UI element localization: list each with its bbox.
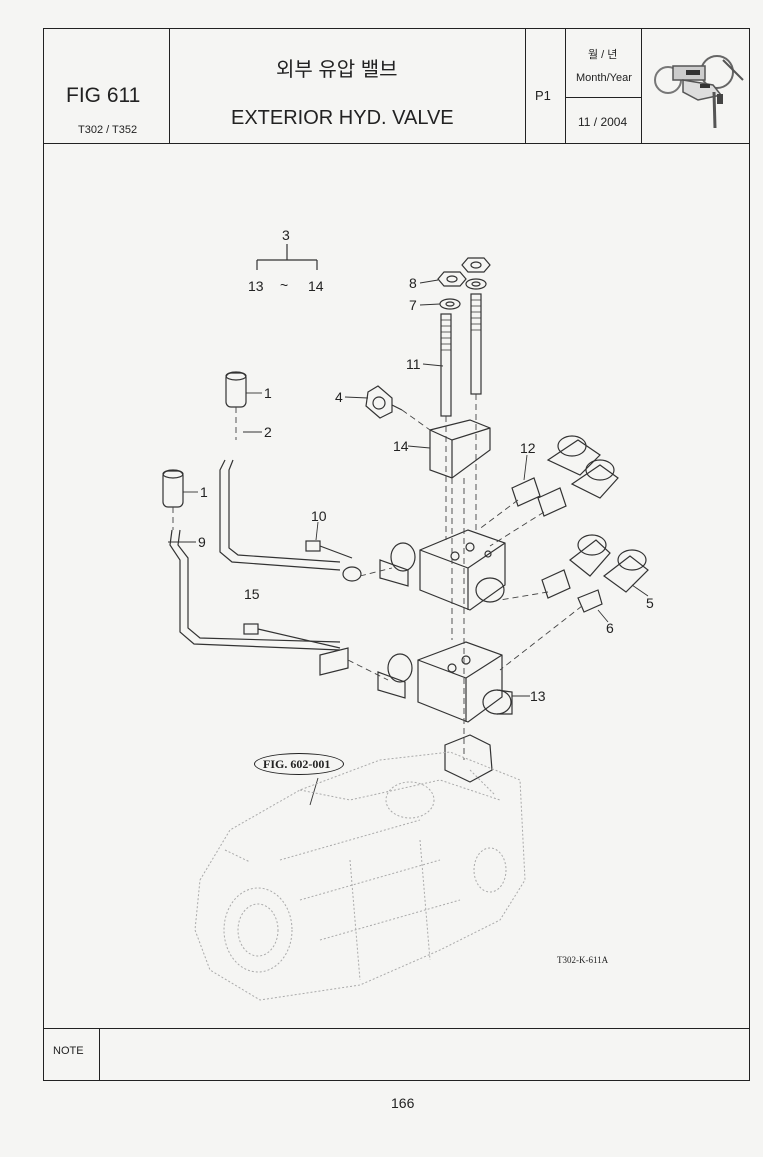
callout-10: 10 [311,508,327,524]
fig-reference-label: FIG. 602-001 [263,757,331,771]
page-number: 166 [391,1095,415,1111]
date-divider [565,97,642,98]
date-value: 11 / 2004 [578,115,628,129]
note-label: NOTE [53,1045,84,1057]
callout-tilde: ~ [280,277,289,293]
callout-14-range-end: 14 [308,278,324,294]
logo-box [641,28,750,144]
callout-1-upper: 1 [264,385,272,401]
callout-11: 11 [406,356,421,372]
callout-4: 4 [335,389,343,405]
callout-6: 6 [606,620,614,636]
callout-5: 5 [646,595,654,611]
title-english: EXTERIOR HYD. VALVE [231,107,454,129]
fig-label: FIG 611 [66,84,141,107]
fig-reference-oval [254,753,344,775]
title-korean: 외부 유압 밸브 [276,59,398,81]
callout-13-range-start: 13 [248,278,264,294]
callout-3: 3 [282,227,290,243]
callout-14: 14 [393,438,409,454]
note-label-cell [43,1028,100,1081]
callout-15: 15 [244,586,260,602]
page-code: P1 [535,88,551,103]
date-label-english: Month/Year [576,72,632,84]
callout-9: 9 [198,534,206,550]
date-label-korean: 월 / 년 [588,49,618,61]
model-label: T302 / T352 [78,124,138,136]
drawing-code: T302-K-611A [557,955,609,965]
callout-1-lower: 1 [200,484,208,500]
callout-8: 8 [409,275,417,291]
tractor-logo-icon [654,55,744,129]
callout-12: 12 [520,440,536,456]
note-row [43,1028,750,1081]
callout-13: 13 [530,688,546,704]
callout-2: 2 [264,424,272,440]
callout-7: 7 [409,297,417,313]
